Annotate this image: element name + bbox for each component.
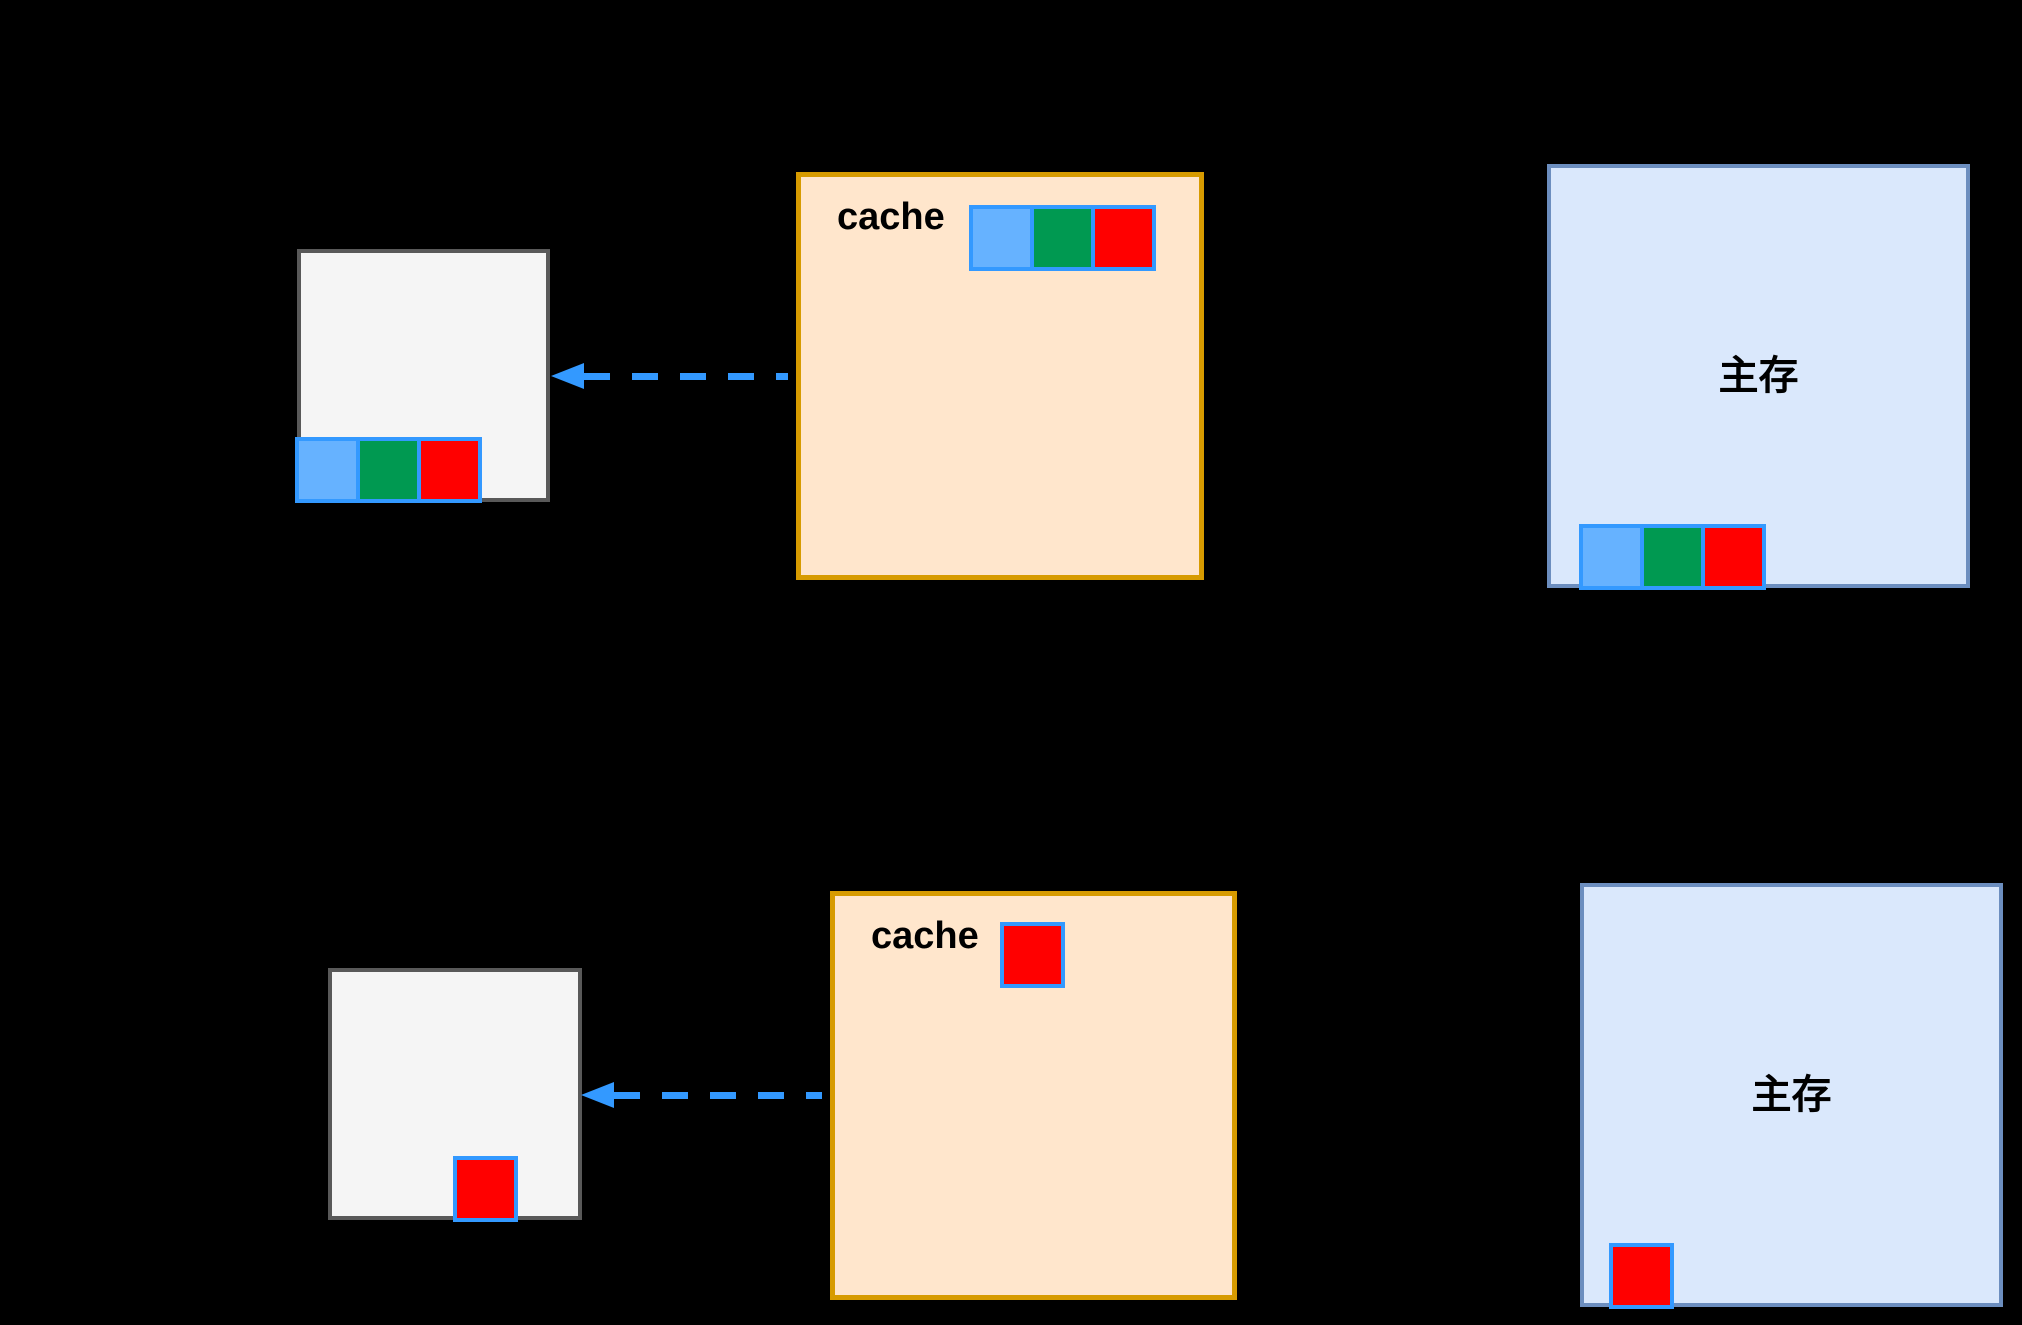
cpu-box-row1 [295,249,550,503]
red-memory-block [1000,922,1065,988]
blue-memory-block [1579,524,1644,590]
red-memory-block [1091,205,1156,271]
cache-block-strip-row2 [1000,922,1065,988]
cpu-block-strip-row1 [295,437,482,503]
main-memory-box-row1: 主存 [1547,164,1970,590]
memory-block-strip-row2 [1609,1243,1674,1309]
cache-label: cache [837,196,945,238]
green-memory-block [356,437,421,503]
main-memory-box-row2: 主存 [1580,883,2003,1309]
blue-memory-block [969,205,1034,271]
red-memory-block [453,1156,518,1222]
red-memory-block [417,437,482,503]
red-memory-block [1609,1243,1674,1309]
main-memory-label: 主存 [1751,1073,1832,1117]
red-memory-block [1701,524,1766,590]
dashed-arrow-left-icon [551,363,584,389]
dashed-arrow-line [614,1092,822,1099]
dashed-arrow-left-icon [581,1082,614,1108]
green-memory-block [1640,524,1705,590]
memory-block-strip-row1 [1579,524,1766,590]
dashed-arrow-line [584,373,788,380]
cpu-block-strip-row2 [453,1156,518,1222]
cache-block-strip-row1 [969,205,1156,271]
cache-label: cache [871,915,979,957]
cpu-box-row2 [328,968,582,1222]
green-memory-block [1030,205,1095,271]
cache-box-row1: cache [796,172,1204,580]
main-memory-label: 主存 [1718,354,1799,398]
cache-box-row2: cache [830,891,1237,1300]
blue-memory-block [295,437,360,503]
